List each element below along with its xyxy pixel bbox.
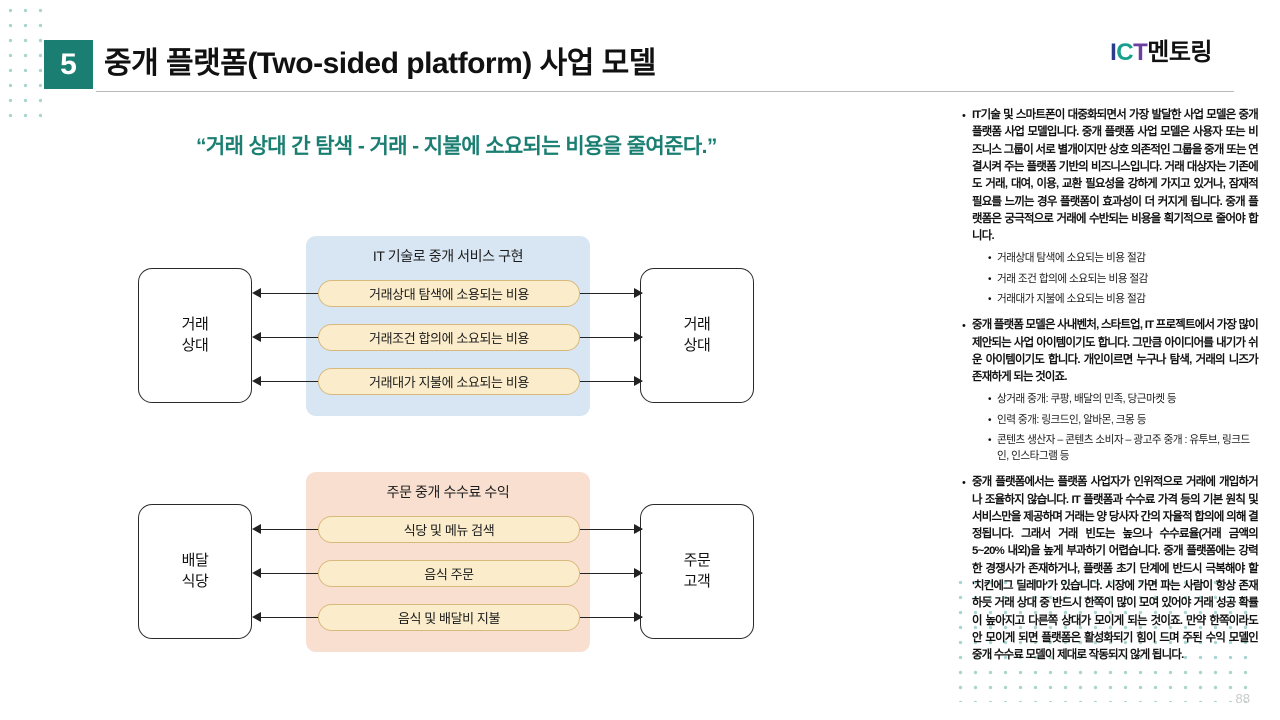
bullet-marker-icon: • xyxy=(962,320,966,333)
center-panel-title: 주문 중개 수수료 수익 xyxy=(386,484,510,500)
arrow-head-left-0-icon xyxy=(252,288,261,298)
flow-pill: 식당 및 메뉴 검색 xyxy=(318,516,580,543)
arrow-line-right-0 xyxy=(578,529,642,531)
note-subbullet: • 콘텐츠 생산자 – 콘텐츠 소비자 – 광고주 중개 : 유투브, 링크드인… xyxy=(988,433,1258,465)
note-text: 콘텐츠 생산자 – 콘텐츠 소비자 – 광고주 중개 : 유투브, 링크드인, … xyxy=(997,434,1250,463)
endpoint-right-line1: 거래 xyxy=(683,316,711,334)
logo-letter-c: C xyxy=(1116,39,1134,66)
note-subbullet: • 거래상대 탐색에 소요되는 비용 절감 xyxy=(988,251,1258,267)
arrow-line-right-2 xyxy=(578,617,642,619)
flow-pill: 거래조건 합의에 소요되는 비용 xyxy=(318,324,580,351)
note-text: 거래상대 탐색에 소요되는 비용 절감 xyxy=(997,251,1146,264)
flow-pill: 음식 주문 xyxy=(318,560,580,587)
endpoint-box-right: 주문 고객 xyxy=(640,504,754,639)
diagram-two-sided-platform: 거래 상대 거래 상대 IT 기술로 중개 서비스 구현 거래상대 탐색에 소용… xyxy=(132,236,782,416)
note-text: 거래 조건 합의에 소요되는 비용 절감 xyxy=(997,272,1148,285)
bullet-marker-icon: • xyxy=(988,393,992,405)
center-panel-title: IT 기술로 중개 서비스 구현 xyxy=(372,248,524,264)
diagram-food-delivery-example: 배달 식당 주문 고객 주문 중개 수수료 수익 식당 및 메뉴 검색 음식 주… xyxy=(132,472,782,652)
arrow-head-left-2-icon xyxy=(252,376,261,386)
note-text: 인력 중개: 링크드인, 알바몬, 크몽 등 xyxy=(997,413,1147,426)
arrow-head-left-1-icon xyxy=(252,332,261,342)
arrow-line-right-1 xyxy=(578,573,642,575)
arrow-head-left-1-icon xyxy=(252,568,261,578)
note-subbullet: • 거래대가 지불에 소요되는 비용 절감 xyxy=(988,292,1258,308)
notes-column: • IT기술 및 스마트폰이 대중화되면서 가장 발달한 사업 모델은 중개 플… xyxy=(962,98,1259,667)
note-subbullet: • 인력 중개: 링크드인, 알바몬, 크몽 등 xyxy=(988,413,1258,429)
endpoint-left-line1: 배달 xyxy=(181,552,209,570)
page-number: 88 xyxy=(1235,691,1250,706)
endpoint-box-left: 배달 식당 xyxy=(138,504,252,639)
slide-number-badge: 5 xyxy=(44,40,93,89)
logo-letter-t: T xyxy=(1133,39,1148,66)
endpoint-box-right: 거래 상대 xyxy=(640,268,754,403)
arrow-head-right-2-icon xyxy=(634,376,643,386)
header-divider xyxy=(96,91,1234,92)
endpoint-left-line2: 상대 xyxy=(181,336,209,354)
arrow-line-left-0 xyxy=(258,529,320,531)
arrow-line-left-2 xyxy=(258,617,320,619)
arrow-head-right-2-icon xyxy=(634,612,643,622)
arrow-line-right-0 xyxy=(578,293,642,295)
arrow-head-left-2-icon xyxy=(252,612,261,622)
note-bullet: • 중개 플랫폼에서는 플랫폼 사업자가 인위적으로 거래에 개입하거나 조율하… xyxy=(962,474,1259,665)
endpoint-right-line2: 고객 xyxy=(683,572,711,590)
bullet-marker-icon: • xyxy=(988,252,992,264)
arrow-line-left-1 xyxy=(258,573,320,575)
note-text: 중개 플랫폼 모델은 사내벤처, 스타트업, IT 프로젝트에서 가장 많이 제… xyxy=(972,319,1259,384)
note-bullet: • IT기술 및 스마트폰이 대중화되면서 가장 발달한 사업 모델은 중개 플… xyxy=(962,107,1259,246)
endpoint-left-line1: 거래 xyxy=(181,316,209,334)
bullet-marker-icon: • xyxy=(988,414,992,426)
endpoint-box-left: 거래 상대 xyxy=(138,268,252,403)
logo-korean-text: 멘토링 xyxy=(1147,39,1212,66)
flow-pill: 거래대가 지불에 소요되는 비용 xyxy=(318,368,580,395)
arrow-line-left-2 xyxy=(258,381,320,383)
arrow-line-left-1 xyxy=(258,337,320,339)
bullet-marker-icon: • xyxy=(962,477,966,490)
logo-letter-i: I xyxy=(1110,39,1117,66)
note-text: IT기술 및 스마트폰이 대중화되면서 가장 발달한 사업 모델은 중개 플랫폼… xyxy=(972,109,1259,243)
quote-headline: “거래 상대 간 탐색 - 거래 - 지불에 소요되는 비용을 줄여준다.” xyxy=(196,135,717,158)
flow-pill: 거래상대 탐색에 소용되는 비용 xyxy=(318,280,580,307)
arrow-head-left-0-icon xyxy=(252,524,261,534)
endpoint-left-line2: 식당 xyxy=(181,572,209,590)
endpoint-right-line1: 주문 xyxy=(683,552,711,570)
note-text: 중개 플랫폼에서는 플랫폼 사업자가 인위적으로 거래에 개입하거나 조율하지 … xyxy=(972,476,1259,662)
note-subbullet: • 거래 조건 합의에 소요되는 비용 절감 xyxy=(988,272,1258,288)
page-title: 중개 플랫폼(Two-sided platform) 사업 모델 xyxy=(104,47,656,80)
note-subbullet: • 상거래 중개: 쿠팡, 배달의 민족, 당근마켓 등 xyxy=(988,392,1258,408)
ict-mentoring-logo: ICT멘토링 xyxy=(1110,32,1212,67)
arrow-line-left-0 xyxy=(258,293,320,295)
note-text: 거래대가 지불에 소요되는 비용 절감 xyxy=(997,293,1146,306)
flow-pill: 음식 및 배달비 지불 xyxy=(318,604,580,631)
arrow-line-right-1 xyxy=(578,337,642,339)
slide-header: 5 중개 플랫폼(Two-sided platform) 사업 모델 ICT멘토… xyxy=(0,0,1280,96)
bullet-marker-icon: • xyxy=(988,294,992,306)
bullet-marker-icon: • xyxy=(988,435,992,447)
bullet-marker-icon: • xyxy=(988,273,992,285)
endpoint-right-line2: 상대 xyxy=(683,336,711,354)
bullet-marker-icon: • xyxy=(962,110,966,122)
arrow-head-right-1-icon xyxy=(634,568,643,578)
note-bullet: • 중개 플랫폼 모델은 사내벤처, 스타트업, IT 프로젝트에서 가장 많이… xyxy=(962,317,1259,386)
arrow-line-right-2 xyxy=(578,381,642,383)
arrow-head-right-1-icon xyxy=(634,332,643,342)
arrow-head-right-0-icon xyxy=(634,288,643,298)
note-text: 상거래 중개: 쿠팡, 배달의 민족, 당근마켓 등 xyxy=(997,392,1177,405)
arrow-head-right-0-icon xyxy=(634,524,643,534)
